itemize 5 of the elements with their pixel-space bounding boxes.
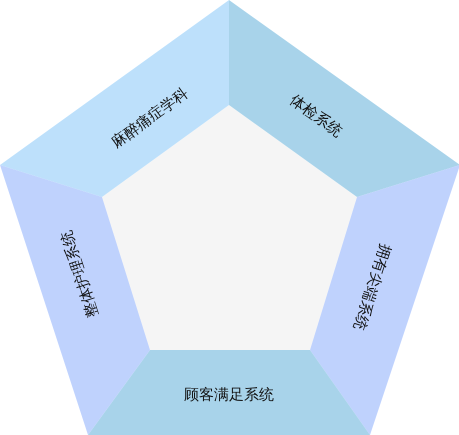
segment-label: 拥有尖端系统 bbox=[349, 241, 395, 333]
segment-label: 顾客满足系统 bbox=[184, 386, 274, 404]
segment-label: 体检系统 bbox=[286, 90, 346, 142]
segment-label: 麻醉痛症学科 bbox=[108, 84, 192, 152]
segment-label: 整体护理系统 bbox=[57, 228, 103, 320]
